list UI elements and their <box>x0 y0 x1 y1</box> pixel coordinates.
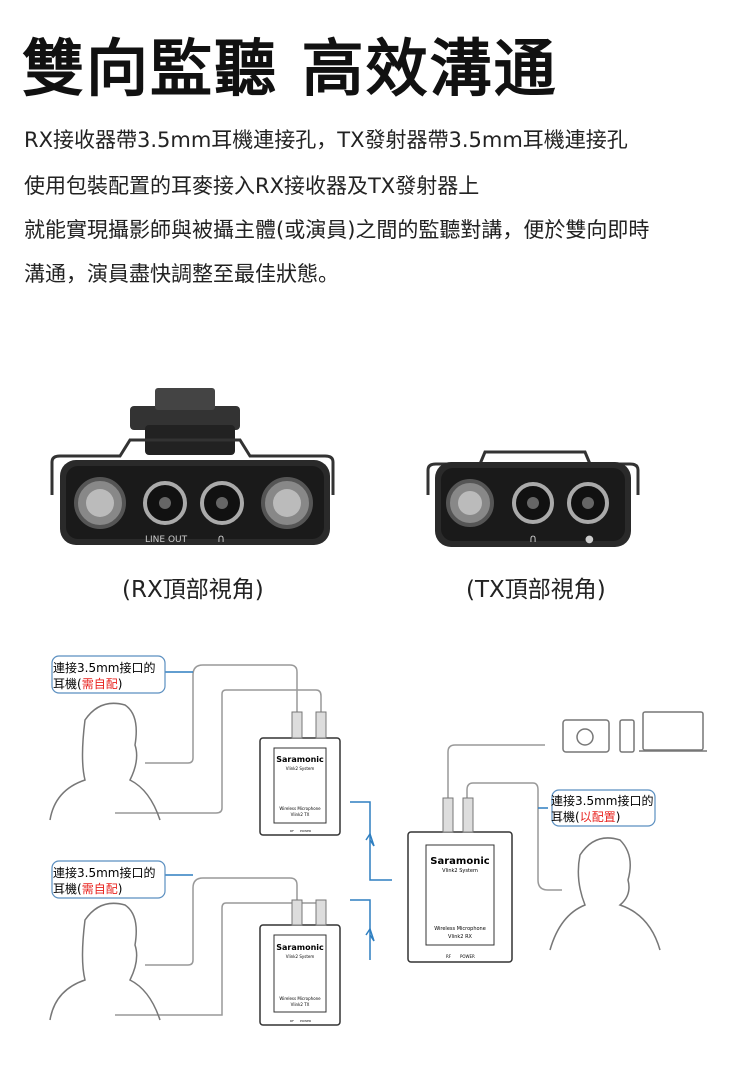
callout-tx-1: 連接3.5mm接口的 耳機(需自配) <box>51 655 166 694</box>
callout-text: 連接3.5mm接口的 <box>53 865 155 880</box>
line-out-label: LINE OUT <box>145 535 188 545</box>
callout-tx-2: 連接3.5mm接口的 耳機(需自配) <box>51 860 166 899</box>
description-line: 使用包裝配置的耳麥接入RX接收器及TX發射器上 <box>24 174 480 198</box>
recording-devices <box>562 711 707 753</box>
model-label: Vlink2 RX <box>448 934 473 940</box>
product-label: Wireless Microphone <box>279 996 321 1001</box>
product-label: Wireless Microphone <box>279 806 321 811</box>
wireless-links <box>165 671 548 960</box>
brand-label: Saramonic <box>430 856 489 867</box>
phone-icon <box>619 719 635 753</box>
headphone-icon: ∩ <box>217 532 225 545</box>
callout-rx: 連接3.5mm接口的 耳機(以配置) <box>551 789 656 827</box>
callout-text: 連接3.5mm接口的 <box>53 660 155 675</box>
system-label: Vlink2 System <box>442 868 478 874</box>
rf-label: RF <box>290 829 294 833</box>
power-label: POWER <box>300 1019 311 1023</box>
device-images: LINE OUT ∩ ∩ ● <box>50 388 640 547</box>
callout-text: 耳機(需自配) <box>53 676 122 691</box>
description-line: 就能實現攝影師與被攝主體(或演員)之間的監聽對講，便於雙向即時 <box>24 218 650 242</box>
headphone-icon: ∩ <box>529 532 537 545</box>
brand-label: Saramonic <box>276 755 324 764</box>
rx-caption: (RX頂部視角) <box>122 577 264 603</box>
tx-unit-2: Saramonic Vlink2 System Wireless Microph… <box>259 899 341 1026</box>
rf-label: RF <box>446 954 452 959</box>
tx-top-view: ∩ ● <box>426 450 640 547</box>
power-label: POWER <box>300 829 311 833</box>
camera-icon <box>562 719 610 753</box>
brand-label: Saramonic <box>276 943 324 952</box>
system-label: Vlink2 System <box>286 766 315 771</box>
page-title: 雙向監聽 高效溝通 <box>22 32 558 105</box>
system-label: Vlink2 System <box>286 954 315 959</box>
power-label: POWER <box>460 954 475 959</box>
model-label: Vlink2 TX <box>291 812 310 817</box>
model-label: Vlink2 TX <box>291 1002 310 1007</box>
callout-text: 連接3.5mm接口的 <box>551 793 653 808</box>
rx-unit: Saramonic Vlink2 System Wireless Microph… <box>407 797 513 963</box>
tx-caption: (TX頂部視角) <box>466 577 606 603</box>
rf-label: RF <box>290 1019 294 1023</box>
rx-top-view: LINE OUT ∩ <box>50 388 335 545</box>
callout-text: 耳機(需自配) <box>53 881 122 896</box>
description-line: RX接收器帶3.5mm耳機連接孔，TX發射器帶3.5mm耳機連接孔 <box>24 128 628 152</box>
description-line: 溝通，演員盡快調整至最佳狀態。 <box>24 262 339 286</box>
microphone-icon: ● <box>585 534 594 545</box>
cables <box>115 664 562 1016</box>
tx-unit-1: Saramonic Vlink2 System Wireless Microph… <box>259 711 341 836</box>
product-label: Wireless Microphone <box>434 926 486 932</box>
callout-text: 耳機(以配置) <box>551 809 620 824</box>
person-icons <box>49 702 661 1021</box>
laptop-icon <box>642 711 704 751</box>
